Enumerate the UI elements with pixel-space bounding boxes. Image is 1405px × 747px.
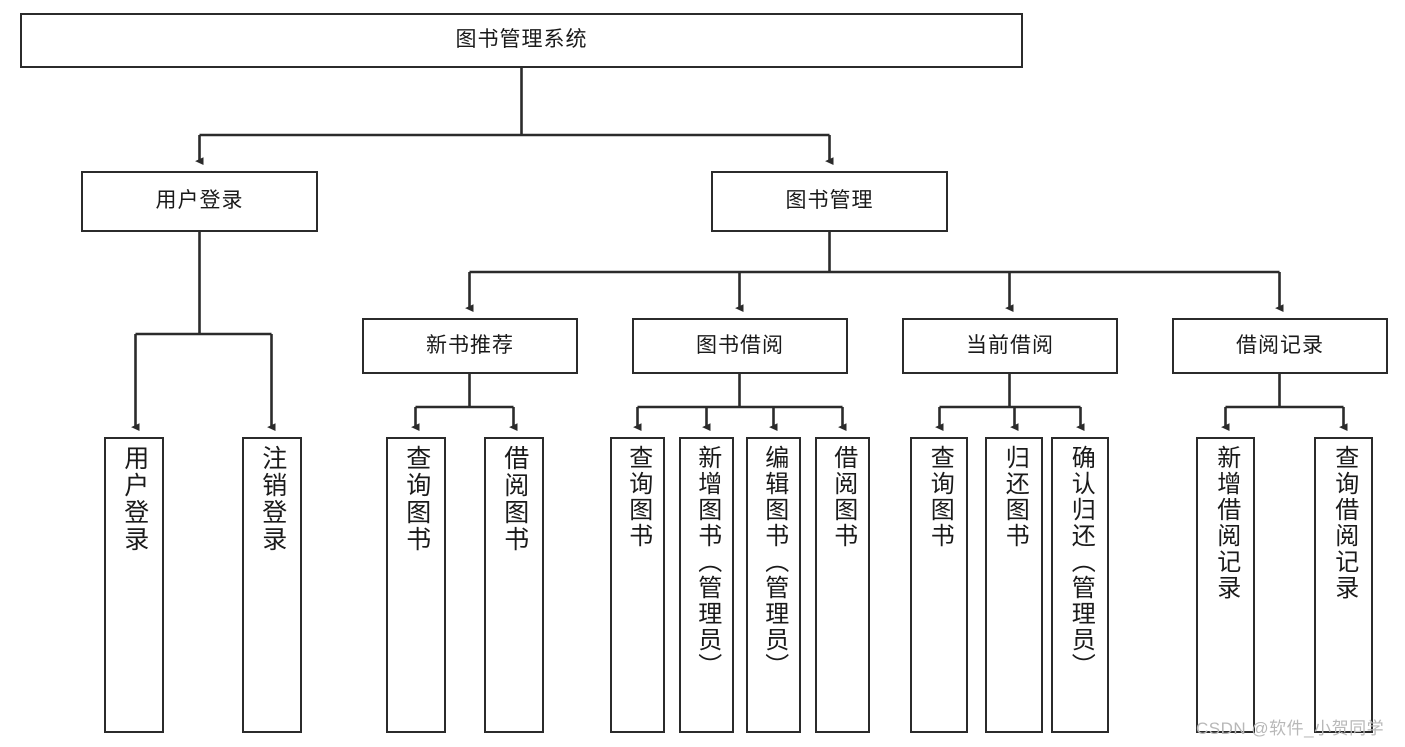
node-book-borrow[interactable]: 图书借阅 <box>632 318 848 374</box>
node-label: 查询借阅记录 <box>1330 445 1358 601</box>
node-leaf-add-book[interactable]: 新增图书（管理员） <box>679 437 734 733</box>
node-leaf-confirm-return[interactable]: 确认归还（管理员） <box>1051 437 1109 733</box>
node-label: 编辑图书（管理员） <box>760 445 788 679</box>
node-leaf-borrow-book[interactable]: 借阅图书 <box>815 437 870 733</box>
node-label: 借阅记录 <box>1236 333 1324 357</box>
node-current-borrow[interactable]: 当前借阅 <box>902 318 1118 374</box>
node-leaf-query-book-recommend[interactable]: 查询图书 <box>386 437 446 733</box>
node-label: 图书管理系统 <box>455 28 588 52</box>
node-label: 归还图书 <box>1001 445 1029 549</box>
node-leaf-edit-book[interactable]: 编辑图书（管理员） <box>746 437 801 733</box>
node-label: 当前借阅 <box>966 333 1054 357</box>
node-label: 新增图书（管理员） <box>693 445 721 679</box>
node-label: 用户登录 <box>155 189 244 213</box>
node-label: 查询图书 <box>624 445 652 549</box>
node-label: 用户登录 <box>120 445 149 553</box>
node-label: 注销登录 <box>258 445 287 553</box>
node-label: 新书推荐 <box>426 333 514 357</box>
node-label: 查询图书 <box>402 445 431 553</box>
node-user-login[interactable]: 用户登录 <box>81 171 318 232</box>
node-leaf-user-login[interactable]: 用户登录 <box>104 437 164 733</box>
node-book-manage[interactable]: 图书管理 <box>711 171 948 232</box>
node-leaf-query-borrow-record[interactable]: 查询借阅记录 <box>1314 437 1373 733</box>
node-label: 借阅图书 <box>829 445 857 549</box>
node-label: 查询图书 <box>926 445 954 549</box>
node-new-book-recommend[interactable]: 新书推荐 <box>362 318 578 374</box>
node-leaf-query-book-borrow[interactable]: 查询图书 <box>610 437 665 733</box>
node-leaf-borrow-book-recommend[interactable]: 借阅图书 <box>484 437 544 733</box>
node-leaf-add-borrow-record[interactable]: 新增借阅记录 <box>1196 437 1255 733</box>
node-leaf-query-book-current[interactable]: 查询图书 <box>910 437 968 733</box>
node-borrow-record[interactable]: 借阅记录 <box>1172 318 1388 374</box>
node-root-system[interactable]: 图书管理系统 <box>20 13 1023 68</box>
node-label: 图书管理 <box>785 189 874 213</box>
node-label: 图书借阅 <box>696 333 784 357</box>
node-label: 新增借阅记录 <box>1212 445 1240 601</box>
node-label: 借阅图书 <box>500 445 529 553</box>
node-leaf-return-book[interactable]: 归还图书 <box>985 437 1043 733</box>
node-label: 确认归还（管理员） <box>1067 445 1095 679</box>
node-leaf-logout-login[interactable]: 注销登录 <box>242 437 302 733</box>
